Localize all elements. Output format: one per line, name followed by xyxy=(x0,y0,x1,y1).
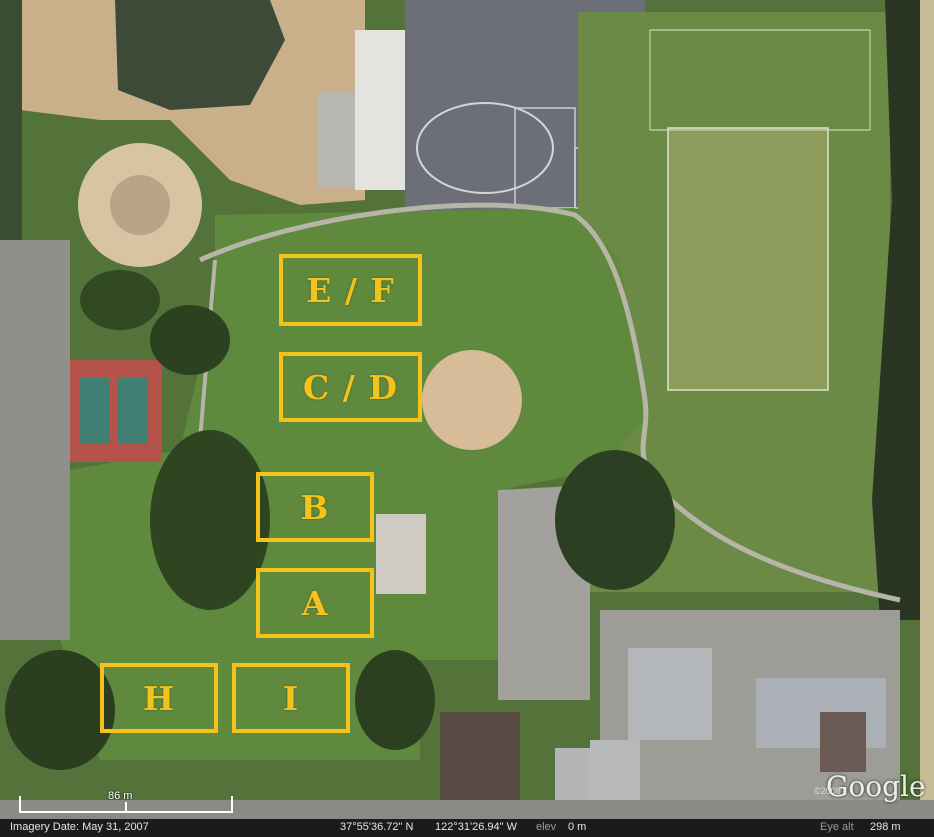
school-building xyxy=(318,92,358,188)
elevation-readout: 0 m xyxy=(568,821,587,833)
field-label-i: I xyxy=(232,663,350,733)
parking-lot-left xyxy=(0,240,70,640)
eye-alt-readout: 298 m xyxy=(870,821,901,833)
longitude-readout: 122°31'26.94" W xyxy=(435,821,517,833)
footpath xyxy=(198,202,901,603)
scale-label: 86 m xyxy=(108,790,133,802)
running-track xyxy=(416,102,554,194)
eye-alt-label: Eye alt xyxy=(820,821,854,833)
tree-cluster xyxy=(150,430,270,610)
concrete-pad xyxy=(376,514,426,594)
building xyxy=(440,712,520,806)
pond xyxy=(115,0,285,110)
field-label-text: A xyxy=(301,583,329,623)
copyright-text: ©2008 xyxy=(814,786,841,796)
school-building xyxy=(355,30,405,190)
field-label-a: A xyxy=(256,568,374,638)
tree-line-left xyxy=(0,0,22,240)
field-label-text: B xyxy=(300,487,330,527)
field-label-h: H xyxy=(100,663,218,733)
building xyxy=(628,648,712,740)
field-label-ef: E / F xyxy=(279,254,422,326)
field-label-text: I xyxy=(282,678,300,718)
elevation-label: elev xyxy=(536,821,557,833)
google-logo: Google xyxy=(826,770,926,803)
latitude-readout: 37°55'36.72" N xyxy=(340,821,414,833)
creek xyxy=(872,0,922,620)
field-label-text: H xyxy=(142,678,176,718)
field-label-cd: C / D xyxy=(279,352,422,422)
imagery-date: Imagery Date: May 31, 2007 xyxy=(10,821,149,833)
field-label-text: E / F xyxy=(306,270,395,310)
status-bar: Imagery Date: May 31, 2007 37°55'36.72" … xyxy=(0,819,934,837)
road xyxy=(0,800,934,819)
field-label-b: B xyxy=(256,472,374,542)
scale-bar xyxy=(19,796,233,813)
field-label-text: C / D xyxy=(303,367,398,407)
aerial-imagery xyxy=(0,0,934,819)
